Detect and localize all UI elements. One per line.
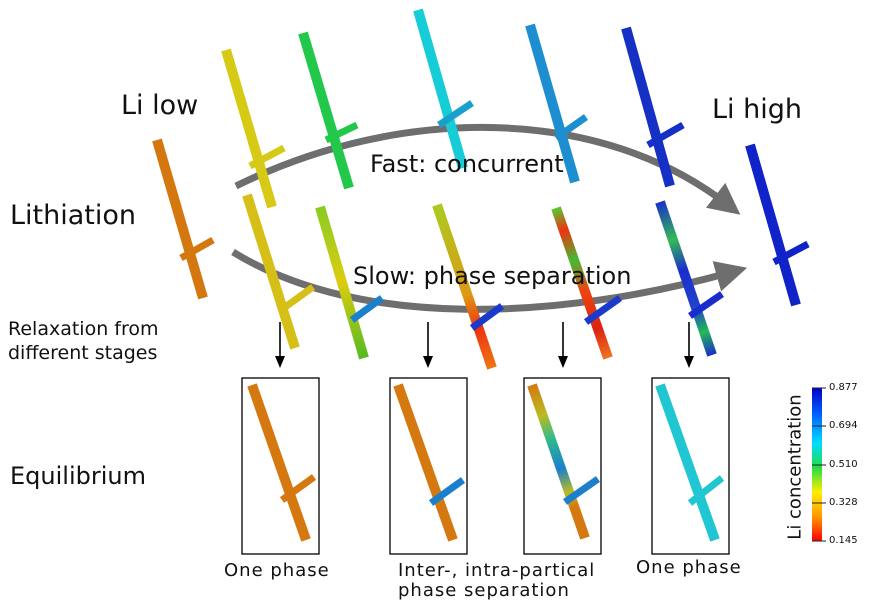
caption-phase-separation-line1: Inter-, intra-partical — [398, 560, 596, 581]
caption-phase-separation-line2: phase separation — [398, 580, 570, 601]
colorbar-tick-0145: 0.145 — [829, 535, 858, 546]
particle-fast-3 — [413, 8, 474, 170]
colorbar-tick-0328: 0.328 — [829, 497, 858, 508]
particle-fast-1 — [221, 48, 286, 209]
equilibrium-box-4 — [651, 377, 730, 555]
li-high-label: Li high — [712, 94, 802, 125]
slow-path-label: Slow: phase separation — [353, 262, 632, 290]
particle-slow-4 — [551, 206, 623, 360]
equilibrium-box-1 — [241, 377, 320, 555]
colorbar-tick-0694: 0.694 — [829, 420, 858, 431]
colorbar — [812, 387, 826, 542]
particle-fast-4 — [525, 23, 589, 184]
lithiation-label: Lithiation — [10, 200, 137, 231]
caption-one-phase-1: One phase — [224, 560, 330, 581]
particle-slow-5 — [655, 200, 724, 357]
caption-one-phase-2: One phase — [636, 557, 742, 578]
relaxation-arrows — [275, 322, 694, 368]
particle-initial — [152, 138, 215, 300]
equilibrium-box-3 — [523, 377, 602, 555]
particle-fast-5 — [621, 26, 685, 188]
fast-path-arrow — [234, 124, 741, 215]
particle-fast-2 — [298, 31, 359, 190]
particle-slow-2 — [315, 205, 385, 360]
colorbar-tick-0877: 0.877 — [829, 382, 858, 393]
equilibrium-label: Equilibrium — [10, 462, 146, 490]
particle-slow-3 — [432, 203, 505, 370]
li-low-label: Li low — [121, 90, 199, 121]
particle-slow-1 — [242, 193, 316, 350]
slow-path-arrow — [231, 249, 748, 313]
equilibrium-box-2 — [389, 377, 468, 555]
relaxation-label-line2: different stages — [8, 342, 158, 364]
colorbar-tick-0510: 0.510 — [829, 459, 858, 470]
colorbar-title: Li concentration — [784, 394, 806, 540]
particle-final — [745, 143, 810, 307]
fast-path-label: Fast: concurrent — [370, 150, 564, 178]
relaxation-label-line1: Relaxation from — [8, 318, 159, 340]
